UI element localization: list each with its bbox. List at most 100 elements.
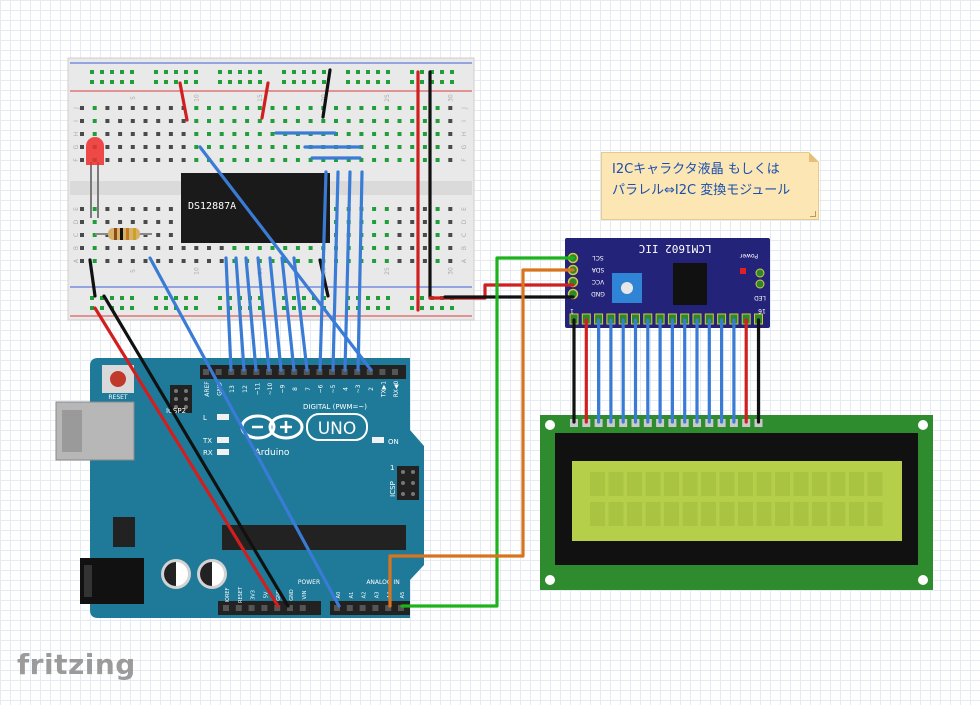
power-rail-hole[interactable] [312,80,316,84]
breadboard-hole[interactable] [143,145,148,149]
breadboard-hole[interactable] [194,259,199,263]
breadboard-hole[interactable] [118,246,123,250]
breadboard-hole[interactable] [397,246,402,250]
power-rail-hole[interactable] [322,296,326,300]
digital-pin[interactable] [392,369,398,375]
breadboard-hole[interactable] [410,220,415,224]
breadboard-hole[interactable] [308,246,313,250]
breadboard-hole[interactable] [295,119,300,123]
breadboard-hole[interactable] [219,145,224,149]
digital-pin[interactable] [291,369,298,375]
breadboard-hole[interactable] [105,119,110,123]
power-rail-hole[interactable] [228,306,232,310]
power-rail-hole[interactable] [194,296,198,300]
breadboard-hole[interactable] [359,119,364,123]
breadboard-hole[interactable] [435,106,440,110]
power-rail-hole[interactable] [218,70,222,74]
power-pin[interactable] [274,605,281,611]
power-rail-hole[interactable] [302,296,306,300]
breadboard-hole[interactable] [308,106,313,110]
breadboard-hole[interactable] [80,233,84,237]
power-rail-hole[interactable] [292,296,296,300]
power-rail-hole[interactable] [154,296,158,300]
power-rail-hole[interactable] [258,296,262,300]
breadboard-hole[interactable] [372,158,377,162]
power-rail-hole[interactable] [154,70,158,74]
breadboard-hole[interactable] [232,259,237,263]
breadboard-hole[interactable] [156,246,161,250]
breadboard-hole[interactable] [384,106,389,110]
power-rail-hole[interactable] [430,306,434,310]
breadboard-hole[interactable] [219,246,224,250]
digital-pin[interactable] [253,369,260,375]
breadboard-hole[interactable] [80,158,84,162]
power-rail-hole[interactable] [282,80,286,84]
breadboard-hole[interactable] [168,246,173,250]
power-rail-hole[interactable] [302,80,306,84]
breadboard-hole[interactable] [194,246,199,250]
digital-pin[interactable] [316,369,323,375]
breadboard-hole[interactable] [422,145,427,149]
breadboard-hole[interactable] [308,259,313,263]
breadboard-hole[interactable] [283,246,288,250]
breadboard-hole[interactable] [181,246,186,250]
digital-pin[interactable] [366,369,373,375]
breadboard-hole[interactable] [168,207,173,211]
breadboard-hole[interactable] [130,220,135,224]
breadboard-hole[interactable] [105,158,110,162]
breadboard-hole[interactable] [384,145,389,149]
breadboard-hole[interactable] [92,233,97,237]
power-rail-hole[interactable] [258,306,262,310]
power-rail-hole[interactable] [184,296,188,300]
power-rail-hole[interactable] [100,296,104,300]
power-pin[interactable] [299,605,306,611]
digital-pin[interactable] [354,369,361,375]
breadboard-hole[interactable] [372,132,377,136]
power-rail-hole[interactable] [440,70,444,74]
analog-pin[interactable] [385,605,392,611]
power-rail-hole[interactable] [376,80,380,84]
breadboard-hole[interactable] [410,246,415,250]
power-rail-hole[interactable] [450,70,454,74]
breadboard-hole[interactable] [80,132,84,136]
breadboard-hole[interactable] [168,259,173,263]
breadboard-hole[interactable] [283,106,288,110]
breadboard-hole[interactable] [105,259,110,263]
breadboard-hole[interactable] [384,259,389,263]
breadboard-hole[interactable] [118,220,123,224]
power-rail-hole[interactable] [440,80,444,84]
breadboard-hole[interactable] [435,207,440,211]
breadboard-hole[interactable] [435,132,440,136]
breadboard-hole[interactable] [80,207,84,211]
breadboard-hole[interactable] [397,233,402,237]
breadboard-hole[interactable] [245,119,250,123]
breadboard-hole[interactable] [143,106,148,110]
wire-red-jumper[interactable] [260,81,270,120]
power-rail-hole[interactable] [174,70,178,74]
power-rail-hole[interactable] [366,296,370,300]
breadboard-hole[interactable] [118,106,123,110]
digital-pin[interactable] [266,369,272,375]
power-rail-hole[interactable] [292,306,296,310]
power-rail-hole[interactable] [420,296,424,300]
breadboard-hole[interactable] [168,233,173,237]
power-rail-hole[interactable] [410,70,414,74]
breadboard-hole[interactable] [219,119,224,123]
wire-data-bus[interactable] [280,256,296,372]
breadboard-hole[interactable] [422,207,427,211]
digital-pin[interactable] [278,369,285,375]
power-rail-hole[interactable] [174,296,178,300]
power-rail-hole[interactable] [376,70,380,74]
breadboard-hole[interactable] [143,220,148,224]
power-rail-hole[interactable] [164,296,168,300]
power-rail-hole[interactable] [194,306,198,310]
breadboard-hole[interactable] [384,207,389,211]
power-rail-hole[interactable] [282,306,286,310]
breadboard-hole[interactable] [422,119,427,123]
wire-data-bus[interactable] [318,170,328,372]
breadboard-hole[interactable] [143,246,148,250]
analog-pin[interactable] [372,605,379,611]
breadboard-hole[interactable] [448,233,453,237]
breadboard-hole[interactable] [207,106,211,110]
analog-pin[interactable] [398,605,404,611]
